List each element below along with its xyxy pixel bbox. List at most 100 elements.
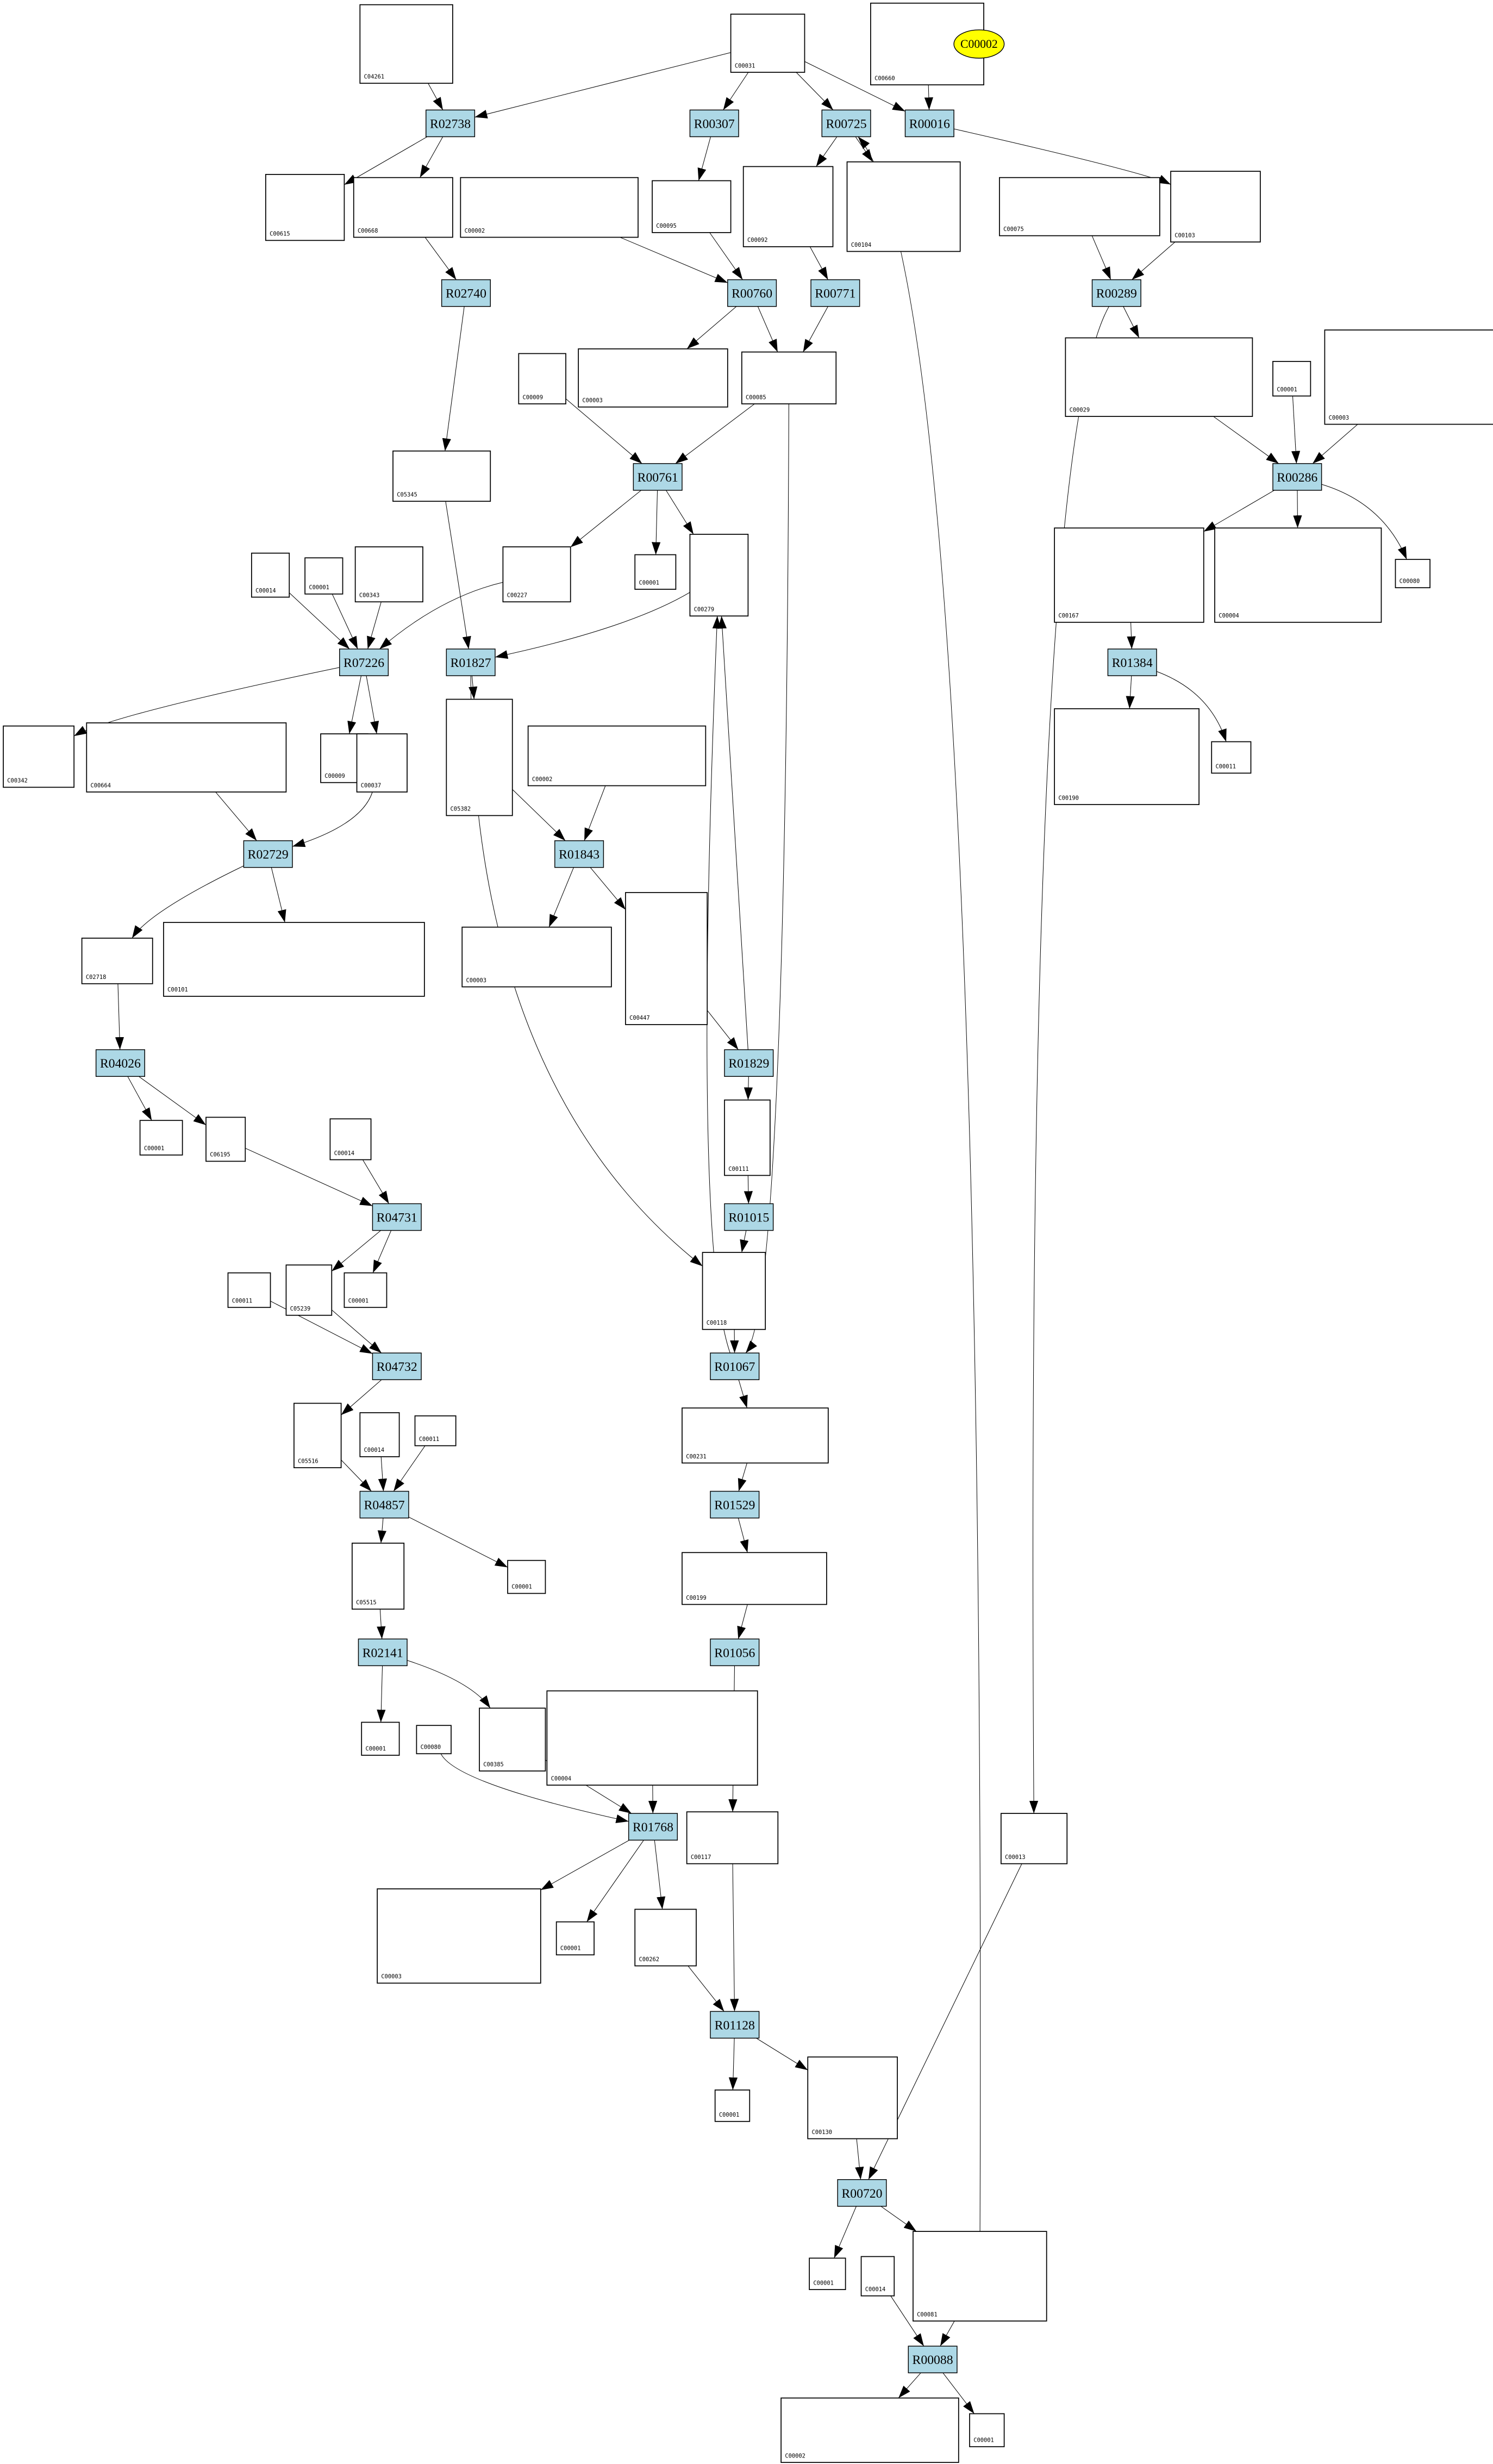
compound-node[interactable]: C00001 — [361, 1721, 400, 1756]
reaction-node[interactable]: R01827 — [446, 648, 496, 676]
compound-node[interactable]: C00664 — [86, 722, 287, 793]
reaction-node[interactable]: R01829 — [724, 1049, 774, 1077]
compound-node[interactable]: C00167 — [1054, 527, 1204, 623]
reaction-node[interactable]: R02729 — [243, 840, 293, 868]
compound-node[interactable]: C00003 — [1324, 329, 1493, 425]
reaction-node[interactable]: R00088 — [908, 2346, 958, 2374]
compound-node[interactable]: C00003 — [578, 348, 728, 408]
reaction-node[interactable]: R00307 — [689, 109, 739, 138]
reaction-node[interactable]: R00289 — [1091, 279, 1141, 307]
compound-node[interactable]: C00385 — [479, 1707, 546, 1771]
reaction-node[interactable]: R00725 — [821, 109, 871, 138]
reaction-node[interactable]: R01843 — [554, 840, 604, 868]
reaction-node[interactable]: R02738 — [426, 109, 476, 138]
query-compound-node[interactable]: C00002 — [953, 29, 1005, 59]
reaction-node[interactable]: R01067 — [710, 1352, 760, 1380]
compound-node[interactable]: C00002 — [460, 177, 639, 238]
reaction-node[interactable]: R02740 — [441, 279, 491, 307]
compound-node[interactable]: C00013 — [1000, 1813, 1068, 1864]
compound-node[interactable]: C00014 — [359, 1412, 400, 1457]
compound-node[interactable]: C05239 — [285, 1264, 333, 1316]
compound-node[interactable]: C00002 — [527, 725, 707, 787]
compound-node[interactable]: C00002 — [780, 2397, 959, 2463]
edge-R01015-to-C00118 — [740, 1230, 749, 1253]
compound-node[interactable]: C00095 — [652, 180, 732, 233]
compound-node[interactable]: C00031 — [730, 14, 805, 73]
compound-node[interactable]: C00001 — [634, 554, 677, 590]
compound-node[interactable]: C00011 — [1211, 741, 1252, 774]
compound-node[interactable]: C00001 — [343, 1272, 388, 1308]
reaction-node[interactable]: R00771 — [810, 279, 860, 307]
compound-node[interactable]: C00262 — [634, 1908, 697, 1967]
compound-node[interactable]: C00343 — [354, 546, 423, 603]
compound-node[interactable]: C00001 — [969, 2413, 1005, 2448]
compound-node[interactable]: C00011 — [227, 1272, 271, 1308]
compound-node[interactable]: C00117 — [686, 1811, 779, 1864]
compound-node[interactable]: C00011 — [414, 1415, 457, 1446]
compound-node[interactable]: C00447 — [625, 892, 708, 1025]
compound-node[interactable]: C00001 — [139, 1120, 183, 1156]
compound-node[interactable]: C00003 — [377, 1888, 541, 1984]
compound-node[interactable]: C00342 — [3, 725, 75, 788]
compound-node[interactable]: C00037 — [356, 733, 408, 793]
compound-node[interactable]: C02718 — [81, 938, 153, 984]
compound-node[interactable]: C00190 — [1054, 708, 1200, 806]
reaction-node[interactable]: R01128 — [710, 2011, 760, 2039]
compound-node[interactable]: C06195 — [205, 1116, 246, 1162]
compound-node[interactable]: C00199 — [682, 1552, 827, 1605]
compound-node[interactable]: C00092 — [742, 166, 834, 247]
compound-node[interactable]: C00001 — [809, 2257, 846, 2290]
compound-node[interactable]: C00001 — [555, 1921, 595, 1956]
compound-node[interactable]: C00118 — [702, 1252, 766, 1330]
reaction-node[interactable]: R01015 — [724, 1203, 774, 1231]
compound-node[interactable]: C00029 — [1065, 337, 1253, 417]
compound-node[interactable]: C00080 — [416, 1725, 452, 1755]
compound-node[interactable]: C00130 — [807, 2056, 898, 2139]
reaction-node[interactable]: R00720 — [837, 2179, 887, 2207]
compound-node[interactable]: C00014 — [329, 1118, 372, 1161]
compound-node[interactable]: C00279 — [689, 534, 749, 617]
reaction-node[interactable]: R07226 — [339, 648, 389, 676]
reaction-node[interactable]: R00760 — [727, 279, 777, 307]
compound-node[interactable]: C05382 — [446, 698, 513, 816]
compound-node[interactable]: C00014 — [251, 552, 290, 598]
compound-node[interactable]: C00001 — [714, 2089, 751, 2122]
compound-structure-box — [1272, 361, 1311, 397]
reaction-node[interactable]: R00286 — [1272, 463, 1322, 491]
compound-node[interactable]: C00001 — [304, 557, 343, 595]
compound-node[interactable]: C00103 — [1170, 171, 1261, 243]
reaction-node[interactable]: R04732 — [372, 1352, 422, 1380]
reaction-node[interactable]: R01384 — [1107, 648, 1157, 676]
compound-node[interactable]: C00003 — [461, 926, 612, 988]
compound-node[interactable]: C00004 — [546, 1690, 758, 1786]
compound-node[interactable]: C05345 — [392, 450, 491, 502]
compound-node[interactable]: C00014 — [860, 2256, 895, 2297]
compound-node[interactable]: C00075 — [999, 177, 1160, 236]
compound-node[interactable]: C00668 — [353, 177, 453, 238]
compound-node[interactable]: C00101 — [163, 922, 425, 997]
compound-node[interactable]: C00001 — [1272, 361, 1311, 397]
reaction-node[interactable]: R04857 — [359, 1490, 409, 1519]
compound-node[interactable]: C04261 — [359, 4, 453, 84]
reaction-node[interactable]: R01056 — [710, 1638, 760, 1667]
reaction-node[interactable]: R01768 — [628, 1813, 678, 1841]
compound-node[interactable]: C00080 — [1395, 559, 1430, 589]
compound-node[interactable]: C00231 — [682, 1407, 829, 1464]
compound-node[interactable]: C00001 — [507, 1560, 546, 1594]
compound-node[interactable]: C00081 — [913, 2231, 1047, 2322]
reaction-node[interactable]: R01529 — [710, 1490, 760, 1519]
compound-node[interactable]: C05516 — [293, 1402, 342, 1469]
reaction-node[interactable]: R02141 — [358, 1638, 408, 1667]
compound-node[interactable]: C00009 — [518, 353, 566, 404]
reaction-node[interactable]: R00761 — [633, 463, 683, 491]
reaction-node[interactable]: R04026 — [95, 1049, 145, 1077]
reaction-node[interactable]: R04731 — [372, 1203, 422, 1231]
compound-node[interactable]: C00085 — [741, 351, 837, 404]
reaction-node[interactable]: R00016 — [904, 109, 954, 138]
compound-node[interactable]: C05515 — [352, 1543, 405, 1610]
compound-node[interactable]: C00104 — [846, 161, 961, 252]
compound-node[interactable]: C00111 — [724, 1099, 771, 1176]
compound-node[interactable]: C00615 — [265, 174, 345, 241]
compound-node[interactable]: C00004 — [1214, 527, 1382, 623]
compound-node[interactable]: C00227 — [502, 546, 571, 603]
